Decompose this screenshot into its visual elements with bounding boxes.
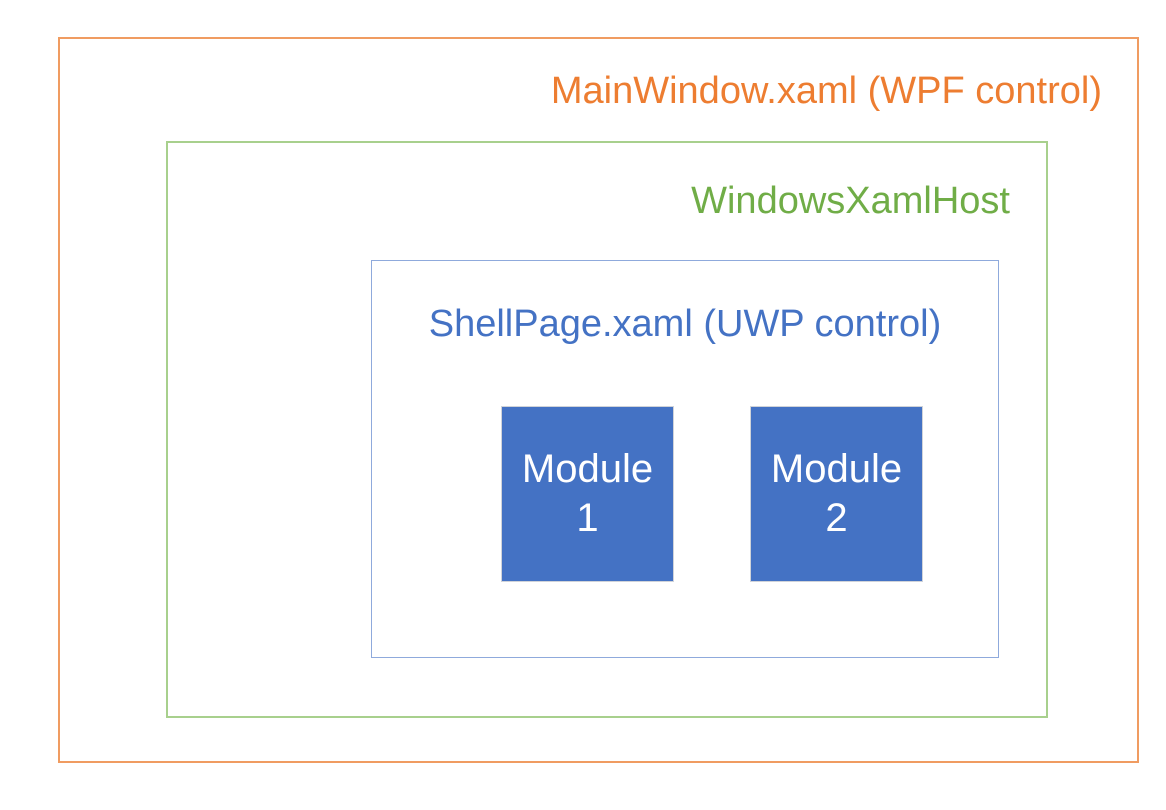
module-2-label-line2: 2 [825,496,848,540]
mainwindow-wpf-box [58,37,1139,763]
module-2-label-line1: Module [770,447,903,492]
mainwindow-wpf-label: MainWindow.xaml (WPF control) [550,70,1102,112]
windowsxamlhost-box [166,141,1048,718]
shellpage-uwp-label: ShellPage.xaml (UWP control) [428,303,942,345]
shellpage-uwp-box [371,260,999,658]
module-1-box: Module 1 [501,406,674,582]
windowsxamlhost-label: WindowsXamlHost [691,180,1010,222]
module-1-label-line2: 1 [576,496,599,540]
module-1-label-line1: Module [521,447,654,492]
module-2-box: Module 2 [750,406,923,582]
